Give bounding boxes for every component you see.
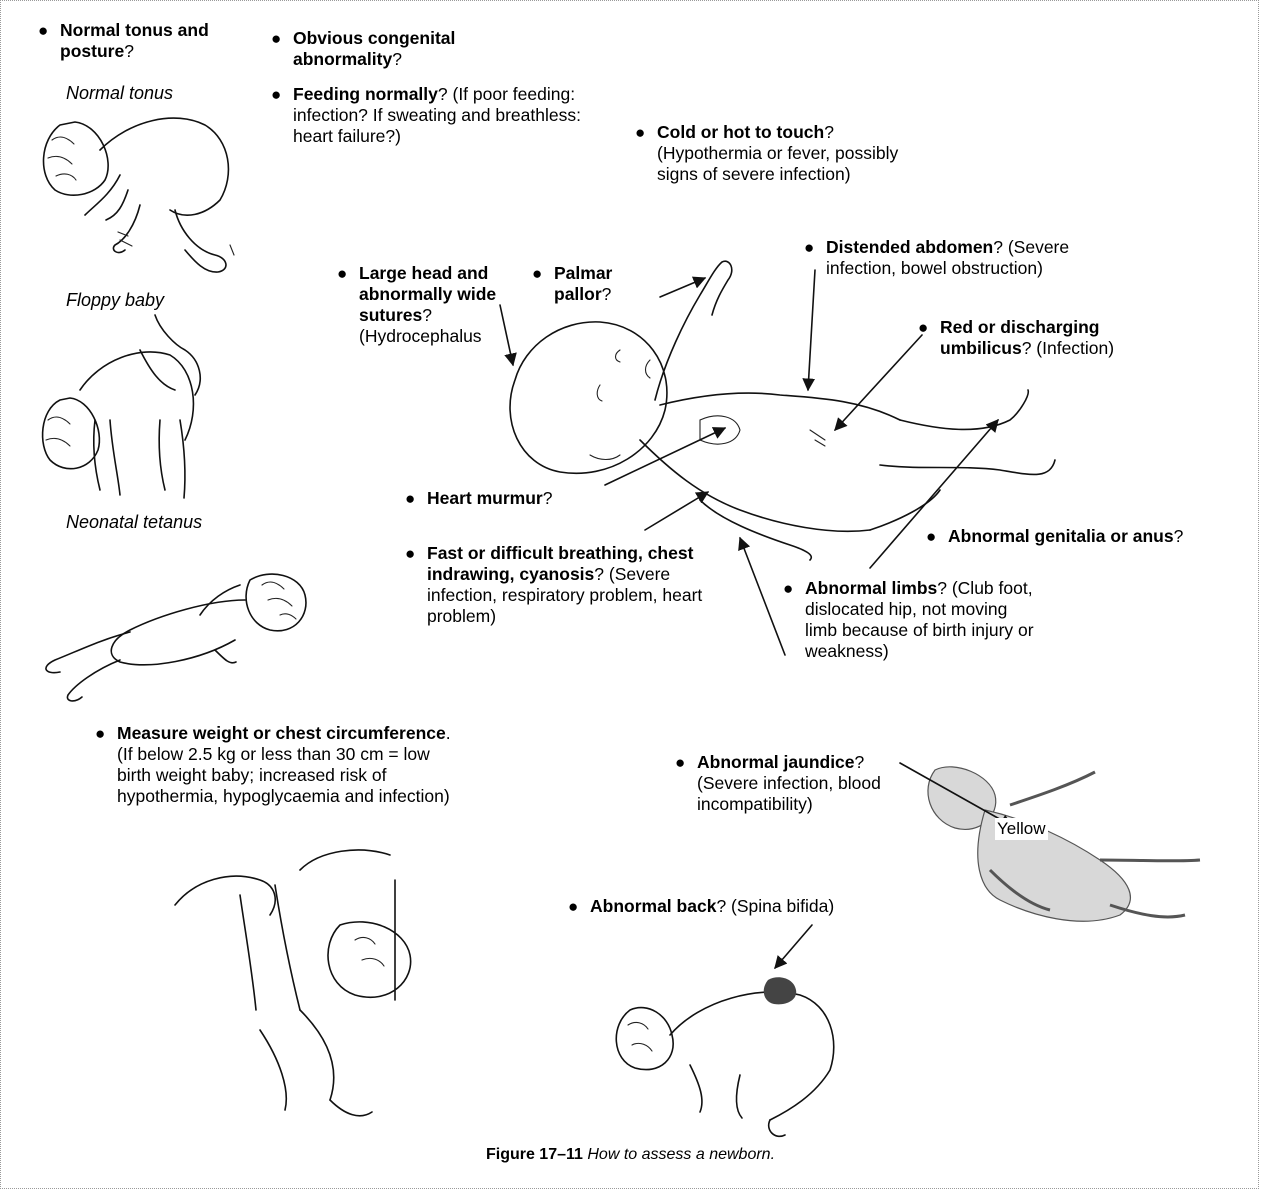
label-cold-hot-touch: ●Cold or hot to touch? (Hypothermia or f… (657, 122, 902, 185)
figure-caption: Figure 17–11 How to assess a newborn. (0, 1146, 1261, 1164)
label-genitalia-anus: ●Abnormal genitalia or anus? (948, 526, 1188, 547)
jaundice-baby-drawing (928, 767, 1200, 921)
label-abnormal-back: ●Abnormal back? (Spina bifida) (590, 896, 840, 917)
label-distended-abdomen: ●Distended abdomen? (Severe infection, b… (826, 237, 1076, 279)
neonatal-tetanus-baby-drawing (46, 574, 306, 701)
label-large-head: ●Large head and abnormally wide sutures?… (359, 263, 519, 347)
normal-tonus-caption: Normal tonus (66, 82, 173, 104)
label-normal-tonus: ●Normal tonus and posture? (60, 20, 260, 62)
label-measure-weight: ●Measure weight or chest circumference. … (117, 723, 467, 807)
figure-number: Figure 17–11 (486, 1146, 583, 1163)
label-palmar-pallor: ●Palmar pallor? (554, 263, 654, 305)
label-abnormal-limbs: ●Abnormal limbs? (Club foot, dislocated … (805, 578, 1035, 662)
label-feeding-normally: ●Feeding normally? (If poor feeding: inf… (293, 84, 613, 147)
neonatal-tetanus-caption: Neonatal tetanus (66, 511, 202, 533)
spina-bifida-baby-drawing (616, 977, 833, 1136)
floppy-baby-drawing (43, 315, 201, 498)
yellow-label: Yellow (995, 818, 1048, 840)
label-congenital-abnormality: ●Obvious congenital abnormality? (293, 28, 533, 70)
normal-tonus-baby-drawing (44, 118, 234, 272)
floppy-baby-caption: Floppy baby (66, 289, 164, 311)
figure-title: How to assess a newborn. (587, 1146, 775, 1163)
weighing-baby-drawing (175, 850, 411, 1116)
label-umbilicus: ●Red or discharging umbilicus? (Infectio… (940, 317, 1185, 359)
label-abnormal-jaundice: ●Abnormal jaundice? (Severe infection, b… (697, 752, 907, 815)
main-newborn-drawing (510, 261, 1055, 560)
label-fast-breathing: ●Fast or difficult breathing, chest indr… (427, 543, 717, 627)
label-heart-murmur: ●Heart murmur? (427, 488, 627, 509)
